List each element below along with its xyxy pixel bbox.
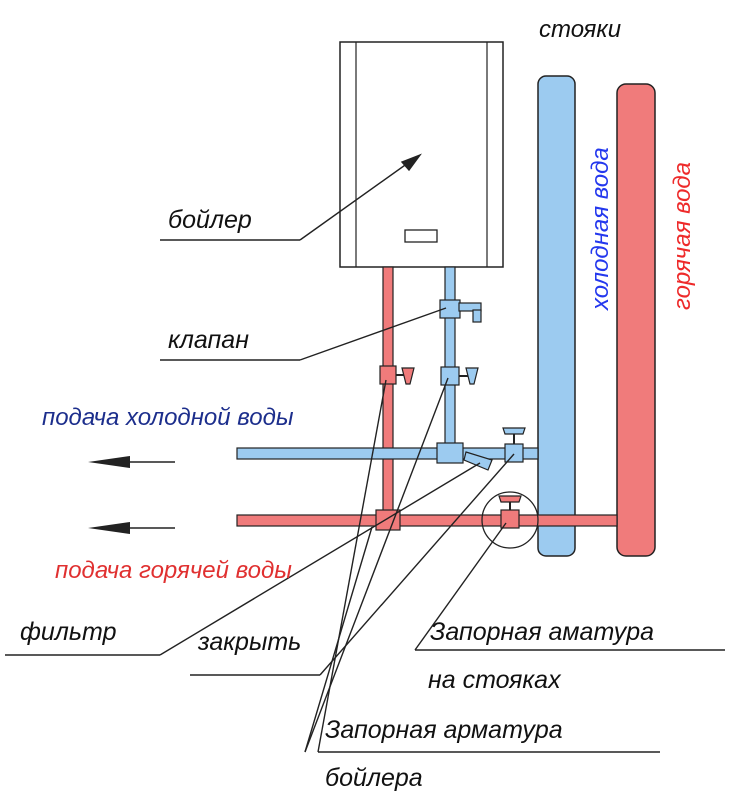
- cold-water-riser: [537, 75, 576, 557]
- tap-icon: [502, 427, 526, 463]
- tap-icon: [379, 365, 415, 385]
- riser-shutoff-label-line2: на стояках: [428, 666, 562, 694]
- cold-supply-pipe: [236, 447, 539, 460]
- boiler-shutoff-label-line2: бойлера: [325, 764, 423, 792]
- arrow-left-icon: [88, 522, 175, 534]
- close-label: закрыть: [197, 628, 301, 656]
- hot-supply-pipe: [236, 514, 618, 527]
- tap-icon: [498, 495, 522, 529]
- tap-icon: [440, 366, 479, 386]
- boiler-label: бойлер: [168, 206, 252, 234]
- hot-water-riser-label: горячая вода: [669, 162, 696, 310]
- arrow-left-icon: [88, 456, 175, 468]
- hot-water-riser: [616, 83, 656, 557]
- riser-shutoff-label-line1: Запорная аматура: [430, 618, 654, 646]
- tap-icon: [439, 299, 482, 323]
- boiler-hot-outlet-pipe: [382, 266, 394, 522]
- valve-label: клапан: [168, 326, 249, 354]
- filter-label: фильтр: [20, 618, 117, 646]
- cold-tee: [436, 442, 464, 464]
- hot-supply-label: подача горячей воды: [55, 557, 292, 584]
- riser-valve-highlight: [481, 491, 539, 549]
- cold-supply-label: подача холодной воды: [42, 404, 294, 431]
- filter-icon: [463, 451, 493, 471]
- risers-label: стояки: [539, 16, 621, 43]
- boiler-cold-inlet-pipe: [444, 266, 456, 454]
- leader-lines: [5, 153, 725, 753]
- boiler-shutoff-label-line1: Запорная арматура: [325, 716, 563, 744]
- boiler-control-icon: [404, 229, 438, 243]
- cold-water-riser-label: холодная вода: [587, 147, 614, 311]
